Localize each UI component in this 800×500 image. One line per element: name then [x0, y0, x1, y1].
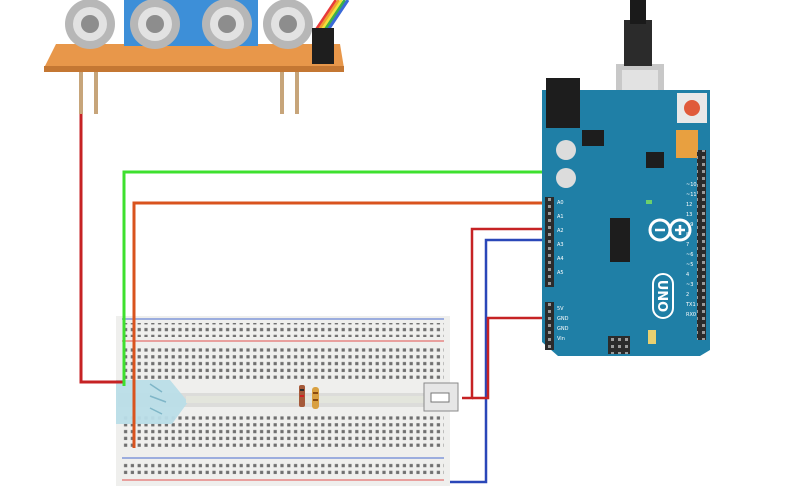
crystal — [676, 130, 698, 158]
digital-pin-label: 8 — [686, 232, 689, 238]
wire-orange-signal[interactable] — [132, 201, 548, 448]
icsp-header — [608, 336, 630, 354]
digital-header[interactable] — [697, 150, 706, 340]
digital-pin-label: ~3 — [686, 282, 693, 288]
power-header[interactable] — [545, 302, 554, 350]
microcontroller-chip — [610, 218, 630, 262]
transducer-icon — [130, 0, 180, 49]
resistor[interactable] — [299, 385, 319, 409]
digital-pin-label: 7 — [686, 242, 689, 248]
analog-pin-label: A5 — [557, 270, 564, 276]
digital-pin-label: ~5 — [686, 262, 693, 268]
power-pin-label: 5V — [557, 306, 564, 312]
arduino-logo-icon — [648, 218, 692, 242]
terminal-strip-top — [122, 347, 444, 381]
analog-pin-label: A1 — [557, 214, 564, 220]
capacitor — [556, 168, 576, 188]
digital-pin-label: ~11 — [686, 192, 697, 198]
wire-red-buzzer[interactable] — [462, 227, 548, 400]
breadboard-trace — [186, 396, 426, 403]
sensor-connector — [312, 28, 334, 64]
digital-pin-label: 2 — [686, 292, 689, 298]
analog-pin-label: A2 — [557, 228, 564, 234]
analog-pin-label: A0 — [557, 200, 564, 206]
digital-pin-label: 4 — [686, 272, 689, 278]
wire-blue-ground[interactable] — [450, 238, 548, 484]
wire-red-power[interactable] — [472, 316, 548, 400]
transducer-icon — [65, 0, 115, 49]
analog-pin-label: A4 — [557, 256, 564, 262]
led — [646, 200, 652, 204]
digital-pin-label: TX1 — [685, 302, 696, 308]
digital-pin-label: ~6 — [686, 252, 693, 258]
arduino-board[interactable]: UNO — [542, 0, 710, 356]
sensor-pin — [280, 66, 284, 114]
transducer-icon — [263, 0, 313, 49]
digital-pin-label: RX0 — [686, 312, 696, 318]
digital-pin-label: ~9 — [686, 222, 693, 228]
rainbow-cable — [314, 0, 350, 31]
power-pin-labels: 5V GND GND Vin — [557, 306, 569, 342]
buzzer[interactable] — [423, 382, 459, 412]
analog-pin-label: A3 — [557, 242, 564, 248]
power-pin-label: Vin — [557, 336, 565, 342]
sensor-pin — [94, 66, 98, 114]
power-rail-top — [122, 323, 444, 337]
analog-header[interactable] — [545, 197, 554, 287]
wire-red-sensor-vcc[interactable] — [79, 114, 124, 384]
ultrasonic-sensor[interactable] — [44, 0, 350, 114]
digital-pin-label: ~10 — [686, 182, 697, 188]
uno-logo-text: UNO — [654, 280, 669, 313]
usb-cable — [624, 20, 652, 66]
sensor-pin — [295, 66, 299, 114]
power-pin-label: GND — [557, 316, 569, 322]
digital-pin-label: 13 — [686, 212, 692, 218]
resistor-body — [312, 387, 319, 409]
transducer-icon — [202, 0, 252, 49]
sensor-base — [44, 44, 344, 68]
power-rail-bottom — [122, 462, 444, 476]
digital-pin-label: 12 — [686, 202, 692, 208]
power-jack — [546, 78, 580, 128]
power-pin-label: GND — [557, 326, 569, 332]
sensor-pin — [79, 66, 83, 114]
capacitor — [556, 140, 576, 160]
wire-green-signal[interactable] — [122, 170, 548, 386]
